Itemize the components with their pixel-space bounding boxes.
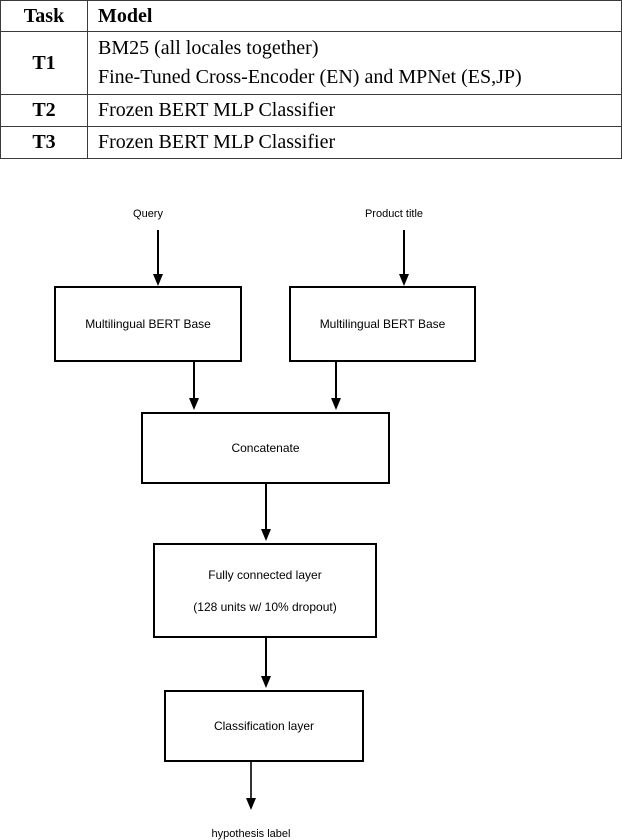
box-multilingual-bert-base-product: Multilingual BERT Base — [289, 286, 476, 362]
arrow-query-to-bert-left — [148, 230, 168, 288]
model-line: Frozen BERT MLP Classifier — [98, 131, 336, 154]
arrow-fully-connected-to-classification — [256, 638, 276, 690]
arrow-concatenate-to-fully-connected — [256, 484, 276, 543]
box-label: Multilingual BERT Base — [319, 317, 446, 331]
model-line: Fine-Tuned Cross-Encoder (EN) and MPNet … — [98, 66, 522, 88]
table-header: Task Model — [0, 0, 622, 32]
output-label-hypothesis-label: hypothesis label — [211, 828, 291, 840]
column-header-task: Task — [0, 0, 88, 32]
model-table: Task Model T1 BM25 (all locales together… — [0, 0, 622, 159]
table-header-row: Task Model — [0, 0, 622, 32]
box-label-detail: (128 units w/ 10% dropout) — [193, 599, 337, 614]
task-cell-t2: T2 — [0, 94, 88, 127]
input-label-product-title: Product title — [364, 208, 424, 220]
arrow-bert-right-to-concatenate — [326, 362, 346, 412]
model-cell-t3: Frozen BERT MLP Classifier — [87, 126, 622, 159]
table-row: T2 Frozen BERT MLP Classifier — [0, 94, 622, 127]
model-cell-t1: BM25 (all locales together) Fine-Tuned C… — [87, 31, 622, 95]
table-row: T3 Frozen BERT MLP Classifier — [0, 126, 622, 159]
box-concatenate: Concatenate — [141, 412, 390, 484]
architecture-flow-diagram: Query Product title Multilingual BERT Ba… — [0, 160, 622, 840]
box-classification-layer: Classification layer — [164, 690, 364, 762]
box-multilingual-bert-base-query: Multilingual BERT Base — [54, 286, 242, 362]
box-label: Multilingual BERT Base — [85, 317, 211, 331]
model-line: Frozen BERT MLP Classifier — [98, 99, 336, 122]
arrow-bert-left-to-concatenate — [184, 362, 204, 412]
task-cell-t3: T3 — [0, 126, 88, 159]
table-row: T1 BM25 (all locales together) Fine-Tune… — [0, 31, 622, 95]
input-label-query: Query — [133, 208, 163, 220]
box-label-title: Fully connected layer — [208, 567, 322, 582]
task-cell-t1: T1 — [0, 31, 88, 95]
table-body: T1 BM25 (all locales together) Fine-Tune… — [0, 31, 622, 159]
box-label: Classification layer — [213, 719, 315, 733]
box-fully-connected-layer: Fully connected layer (128 units w/ 10% … — [153, 543, 377, 638]
box-label: Concatenate — [231, 441, 300, 455]
model-cell-t2: Frozen BERT MLP Classifier — [87, 94, 622, 127]
arrow-classification-to-output — [241, 762, 261, 812]
model-line: BM25 (all locales together) — [98, 37, 319, 60]
arrow-product-title-to-bert-right — [394, 230, 414, 288]
column-header-model: Model — [87, 0, 622, 32]
